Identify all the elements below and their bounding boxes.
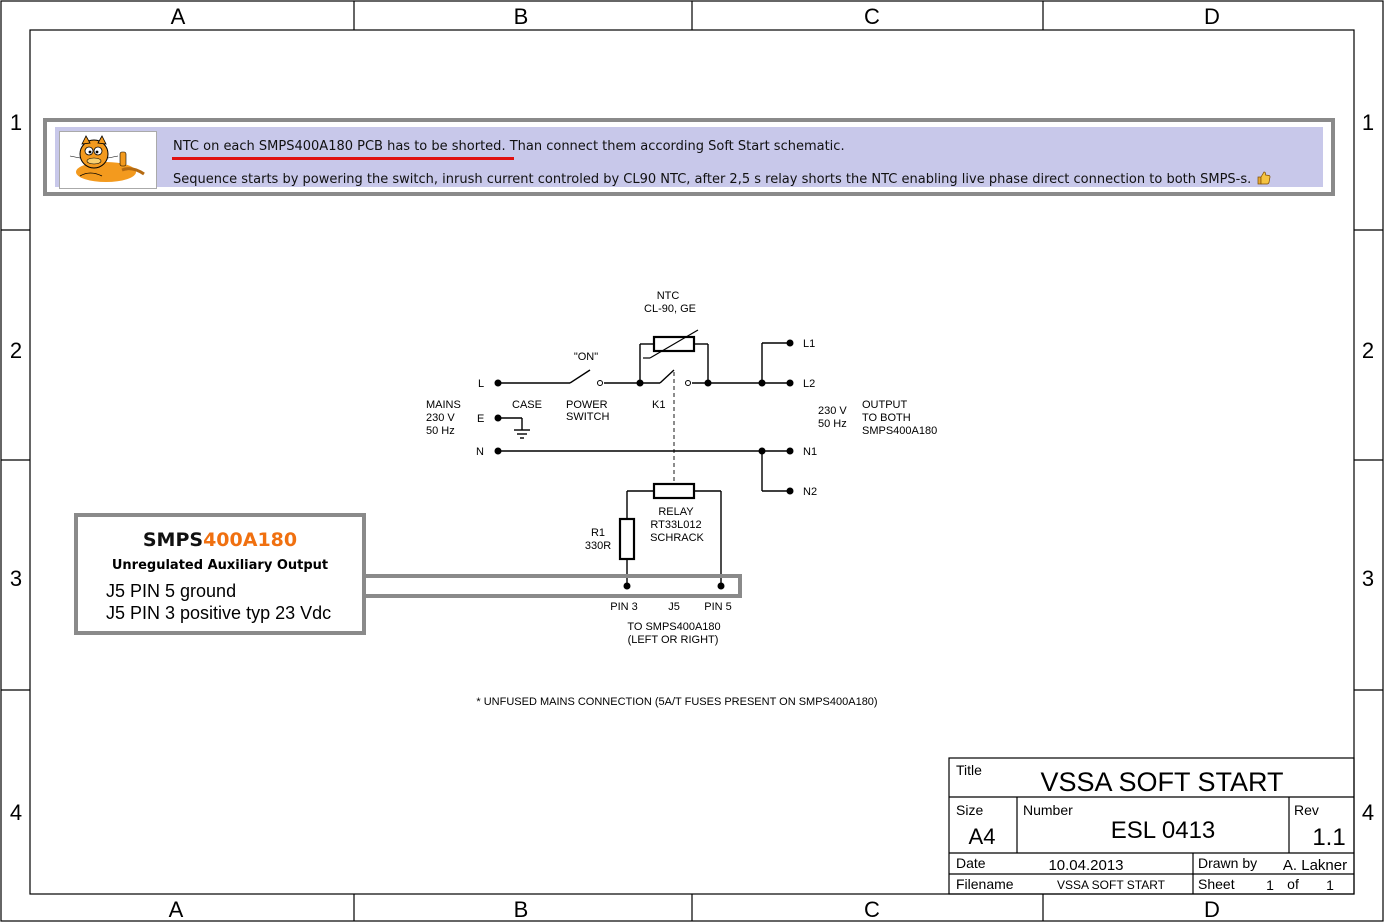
sheet-total: 1 [1326, 877, 1334, 893]
to-both-label: TO BOTH [862, 412, 911, 424]
j5-label: J5 [668, 601, 680, 613]
switch-label: SWITCH [566, 411, 609, 423]
row-label-4-right: 4 [1362, 800, 1374, 825]
r1-value: 330R [585, 540, 611, 552]
ntc-part: CL-90, GE [644, 303, 696, 315]
row-label-3: 3 [10, 566, 22, 591]
title-block [948, 757, 1355, 895]
smps-title-part1: SMPS [142, 529, 204, 551]
left-right-label: (LEFT OR RIGHT) [628, 634, 719, 646]
output-voltage: 230 V [818, 405, 847, 417]
relay-coil-symbol [652, 482, 696, 500]
row-label-2: 2 [10, 338, 22, 363]
output-label: OUTPUT [862, 399, 908, 411]
size-field-label: Size [956, 802, 983, 818]
sheet-field-label: Sheet [1198, 876, 1235, 892]
footnote: * UNFUSED MAINS CONNECTION (5A/T FUSES P… [476, 696, 877, 708]
col-label-d-bottom: D [1204, 897, 1220, 922]
j5-connector-outline [362, 574, 742, 598]
smps-title-part2: 400A180 [203, 529, 298, 551]
col-label-b: B [514, 4, 529, 29]
k1-label: K1 [652, 399, 665, 411]
pin5-label: PIN 5 [704, 601, 732, 613]
relay-label: RELAY [658, 506, 694, 518]
note-line-2: Sequence starts by powering the switch, … [173, 171, 1271, 187]
terminal-n: N [476, 446, 484, 458]
on-label: "ON" [574, 351, 598, 363]
power-label: POWER [566, 399, 608, 411]
sheet-size: A4 [969, 824, 996, 849]
filename-field-label: Filename [956, 876, 1014, 892]
case-label: CASE [512, 399, 542, 411]
smps-title: SMPS400A180 [78, 529, 362, 551]
rev-field-label: Rev [1294, 802, 1319, 818]
revision: 1.1 [1312, 824, 1345, 851]
terminal-n1: N1 [803, 446, 817, 458]
date-field-label: Date [956, 855, 986, 871]
mains-frequency: 50 Hz [426, 425, 455, 437]
cartoon-cat-avatar [59, 131, 157, 189]
drawing-title: VSSA SOFT START [1040, 767, 1283, 797]
row-label-1: 1 [10, 110, 22, 135]
note-line-1-rest: . Than connect them according Soft Start… [501, 139, 845, 154]
note-line-1: NTC on each SMPS400A180 PCB has to be sh… [173, 139, 845, 154]
row-label-3-right: 3 [1362, 566, 1374, 591]
drawing-date: 10.04.2013 [1048, 857, 1123, 874]
relay-part: RT33L012 [650, 519, 701, 531]
row-label-4: 4 [10, 800, 22, 825]
note-highlight-text: NTC on each SMPS400A180 PCB has to be sh… [173, 139, 502, 154]
mains-voltage: 230 V [426, 412, 455, 424]
mains-label: MAINS [426, 399, 461, 411]
terminal-l2: L2 [803, 378, 815, 390]
col-label-c-bottom: C [864, 897, 880, 922]
output-target: SMPS400A180 [862, 425, 937, 437]
relay-maker: SCHRACK [650, 532, 704, 544]
smps-subtitle: Unregulated Auxiliary Output [111, 558, 329, 573]
col-label-b-bottom: B [514, 897, 529, 922]
smps-info-box: SMPS400A180 Unregulated Auxiliary Output… [74, 513, 366, 635]
drawing-number: ESL 0413 [1111, 817, 1216, 844]
note-line-2-text: Sequence starts by powering the switch, … [173, 172, 1252, 187]
filename: VSSA SOFT START [1057, 878, 1166, 892]
col-label-a: A [171, 4, 186, 29]
row-label-1-right: 1 [1362, 110, 1374, 135]
drawn-by-field-label: Drawn by [1198, 855, 1257, 871]
to-smps-label: TO SMPS400A180 [627, 621, 720, 633]
number-field-label: Number [1023, 802, 1073, 818]
note-banner-inner: NTC on each SMPS400A180 PCB has to be sh… [55, 127, 1323, 189]
pin3-label: PIN 3 [610, 601, 638, 613]
thumbs-up-icon [1257, 171, 1271, 185]
terminal-l: L [478, 378, 484, 390]
sheet-number: 1 [1266, 877, 1274, 893]
terminal-n2: N2 [803, 486, 817, 498]
terminal-e: E [477, 413, 484, 425]
col-label-d: D [1204, 4, 1220, 29]
cartoon-cat-icon [60, 132, 156, 188]
note-banner: NTC on each SMPS400A180 PCB has to be sh… [43, 118, 1335, 196]
smps-line-1: J5 PIN 5 ground [106, 581, 237, 601]
drawn-by: A. Lakner [1283, 857, 1347, 874]
circuit-wiring [498, 329, 790, 586]
note-red-underline [172, 157, 514, 160]
col-label-a-bottom: A [169, 897, 184, 922]
smps-line-2: J5 PIN 3 positive typ 23 Vdc [106, 603, 332, 623]
terminal-l1: L1 [803, 338, 815, 350]
r1-label: R1 [591, 527, 605, 539]
row-label-2-right: 2 [1362, 338, 1374, 363]
ntc-resistor-symbol [652, 335, 696, 353]
output-frequency: 50 Hz [818, 418, 847, 430]
r1-resistor-symbol [618, 517, 636, 561]
col-label-c: C [864, 4, 880, 29]
of-label: of [1287, 876, 1299, 892]
ntc-label: NTC [657, 290, 680, 302]
title-field-label: Title [956, 762, 982, 778]
